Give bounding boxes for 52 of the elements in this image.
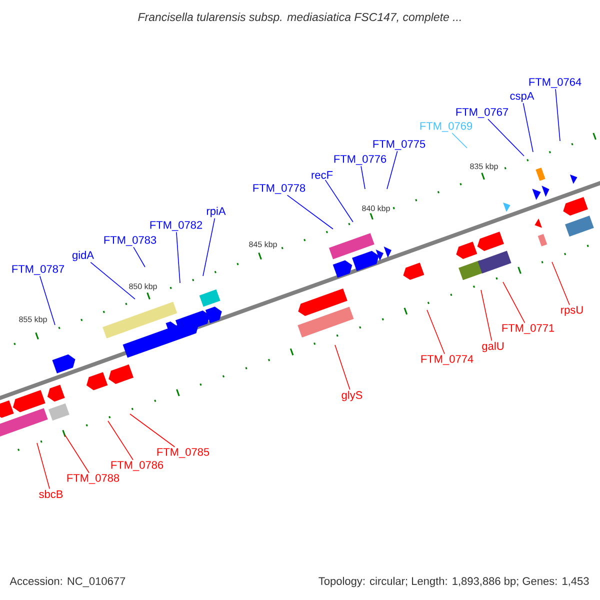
info-text: Topology: circular; Length: 1,893,886 bp; Genes: 1,453 [318,576,589,588]
scale-label: 835 kbp [469,162,499,172]
scale-label: 855 kbp [18,316,48,324]
leader-line [36,442,50,490]
gene-label: FTM_0782 [150,221,202,231]
title: Francisella tularensis subsp. mediasiatica FSC147, complete ... [138,12,461,24]
scale-label: 845 kbp [248,240,278,250]
gene-label: FTM_0778 [253,184,306,194]
gene-label: FTM_0786 [111,461,164,471]
gene-label: rpsU [561,306,583,316]
gene-label: FTM_0767 [456,108,508,118]
gene-label: FTM_0788 [67,474,120,484]
leader-line [552,262,570,306]
gene-label: recF [312,171,333,179]
gene-label: rpiA [206,206,226,218]
gene-label: FTM_0771 [502,324,554,334]
leader-line [90,262,136,300]
gene-label: FTM_0776 [334,155,386,165]
gene-label: FTM_0775 [373,140,426,150]
gene-label: FTM_0764 [529,78,582,88]
leader-line [133,246,146,268]
leader-line [386,150,398,190]
leader-line [502,282,526,324]
leader-line [360,166,366,190]
leader-line [286,194,334,230]
leader-line [176,232,180,284]
leader-line [452,132,468,148]
leader-line [64,434,90,474]
gene-label: gidA [72,250,94,262]
scale-label: 840 kbp [361,204,391,214]
leader-line [555,88,560,142]
gene-label: sbcB [39,490,63,498]
leader-line [480,290,492,342]
leader-line [108,420,134,460]
leader-line [426,310,445,354]
leader-line [522,102,534,152]
leader-line [488,118,524,156]
gene-label: galU [482,342,504,352]
leader-line [202,218,216,276]
gene-label: FTM_0783 [104,236,156,246]
info-text: Accession: NC_010677 [10,576,126,588]
leader-line [40,276,56,326]
gene-label: cspA [510,92,534,102]
leader-line [130,414,176,448]
gene-label: FTM_0787 [12,265,64,275]
leader-line [334,344,350,390]
scale-label: 850 kbp [128,282,158,292]
gene-label: FTM_0769 [420,122,472,132]
gene-label: FTM_0785 [157,448,210,458]
gene-label: glyS [342,390,362,402]
gene-label: FTM_0774 [421,355,474,365]
leader-line [324,180,354,222]
